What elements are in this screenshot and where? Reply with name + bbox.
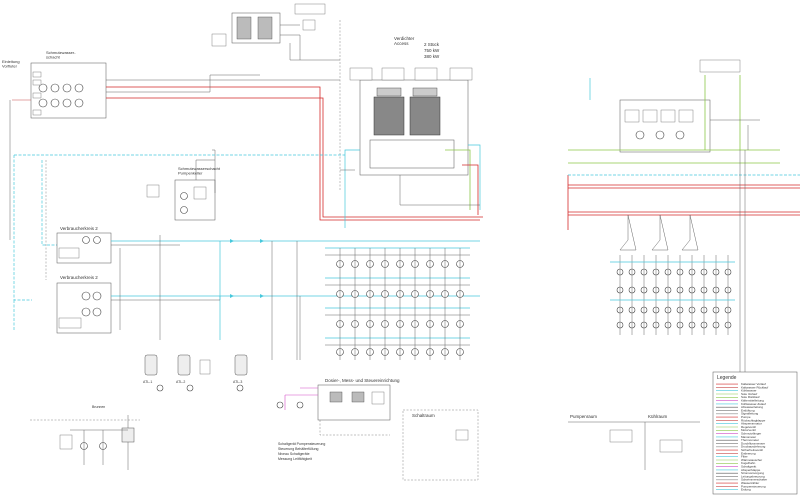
legend-item: Sole Rücklauf <box>741 395 760 399</box>
legend-item: Kältemittelleitung <box>741 399 764 403</box>
legend-item: Filter <box>741 455 748 459</box>
tank-2-label: ATL-2 <box>176 380 185 384</box>
note-2: Steuerung Behälterfüllung <box>278 447 319 451</box>
legend-item: Thermometer <box>741 438 759 442</box>
cooler-power-2: 380 kW <box>424 54 440 59</box>
legend-item: Kaltwasser Vorlauf <box>741 382 766 386</box>
legend-item: Erdung <box>741 488 751 492</box>
legend-item: Absperrklappe <box>741 468 761 472</box>
legend-item: Kühlwasser <box>741 389 757 393</box>
dosier-title: Dosier-, Mess- und Steuereinrichtung <box>325 378 400 383</box>
note-4: Messung Leitfähigkeit <box>278 457 312 461</box>
schmutz-title: Schmutzwasser-schacht <box>46 50 76 60</box>
legend-item: Durchflussmesser <box>741 441 765 445</box>
tanks: ATL-1 ATL-2 ATL-3 <box>143 354 248 392</box>
legend-item: Druckausdehnung <box>741 445 766 449</box>
legend-item: Kugelhahn <box>741 461 756 465</box>
verbraucher-upper-label: Verbraucherkreis 2 <box>60 226 98 231</box>
legend-item: Schwimmerschalter <box>741 478 767 482</box>
legend-item: Motorventil <box>741 428 756 432</box>
legend-item: Regelventil <box>741 425 756 429</box>
legend-item: Manometer <box>741 435 756 439</box>
legend-item: Absperrarmatur <box>741 422 762 426</box>
note-3: Niveau Schaltgeräte <box>278 452 310 456</box>
legend-item: Kühlwasser-Zulauf <box>741 402 766 406</box>
legend-item: Schmutzfänger <box>741 432 761 436</box>
legend-title: Legende <box>717 375 737 381</box>
pumpenraum-label: Pumpenraum <box>570 414 597 419</box>
legend-item: Rückschlagklappe <box>741 418 766 422</box>
legend-item: Stromversorgung <box>741 471 764 475</box>
legend-item: Entleerung <box>741 451 756 455</box>
dry-cooler-top <box>211 3 326 47</box>
legend-item: Leitungskreuzung <box>741 474 765 478</box>
right-pump-grid <box>610 214 735 336</box>
kuehlraum-label: Kühlraum <box>648 414 668 419</box>
tank-3-label: ATL-3 <box>233 380 242 384</box>
legend-item: Wärmetauscher <box>741 458 762 462</box>
legend-item: Abwasserleitung <box>741 405 763 409</box>
verbraucher-upper: Verbraucherkreis 2 <box>56 226 112 264</box>
legend-item: Wasserzähler <box>741 481 759 485</box>
note-1: Schaltgerät Pumpensteuerung <box>278 442 325 446</box>
schaltraum: Schaltraum <box>402 409 479 481</box>
brunnen-label: Brunnen <box>92 405 105 409</box>
legend-item: Sicherheitsventil <box>741 448 763 452</box>
schaltraum-label: Schaltraum <box>412 413 435 418</box>
pumpenraum: Pumpenraum Kühlraum <box>568 414 700 470</box>
legend-item: Pumpensteuerung <box>741 484 766 488</box>
verbraucher-lower: Verbraucherkreis 2 <box>56 275 112 334</box>
pump-manifold <box>325 247 470 361</box>
brunnen: Brunnen <box>30 405 140 470</box>
legend-item: Pumpe <box>741 415 751 419</box>
cooler-count: 2 Stück <box>424 42 440 47</box>
right-chiller <box>619 59 741 153</box>
legend-item: Entlüftung <box>741 408 755 412</box>
legend-item: Signalleitung <box>741 412 759 416</box>
tank-1-label: ATL-1 <box>143 380 152 384</box>
legend-item: Schaltgerät <box>741 465 756 469</box>
verbraucher-lower-label: Verbraucherkreis 2 <box>60 275 98 280</box>
legend-item: Sole Vorlauf <box>741 392 757 396</box>
legend-item: Kaltwasser Rücklauf <box>741 385 768 389</box>
notes: Schaltgerät Pumpensteuerung Steuerung Be… <box>278 442 325 461</box>
dosier-box: Dosier-, Mess- und Steuereinrichtung <box>317 378 400 421</box>
cooler-power-1: 750 kW <box>424 48 440 53</box>
